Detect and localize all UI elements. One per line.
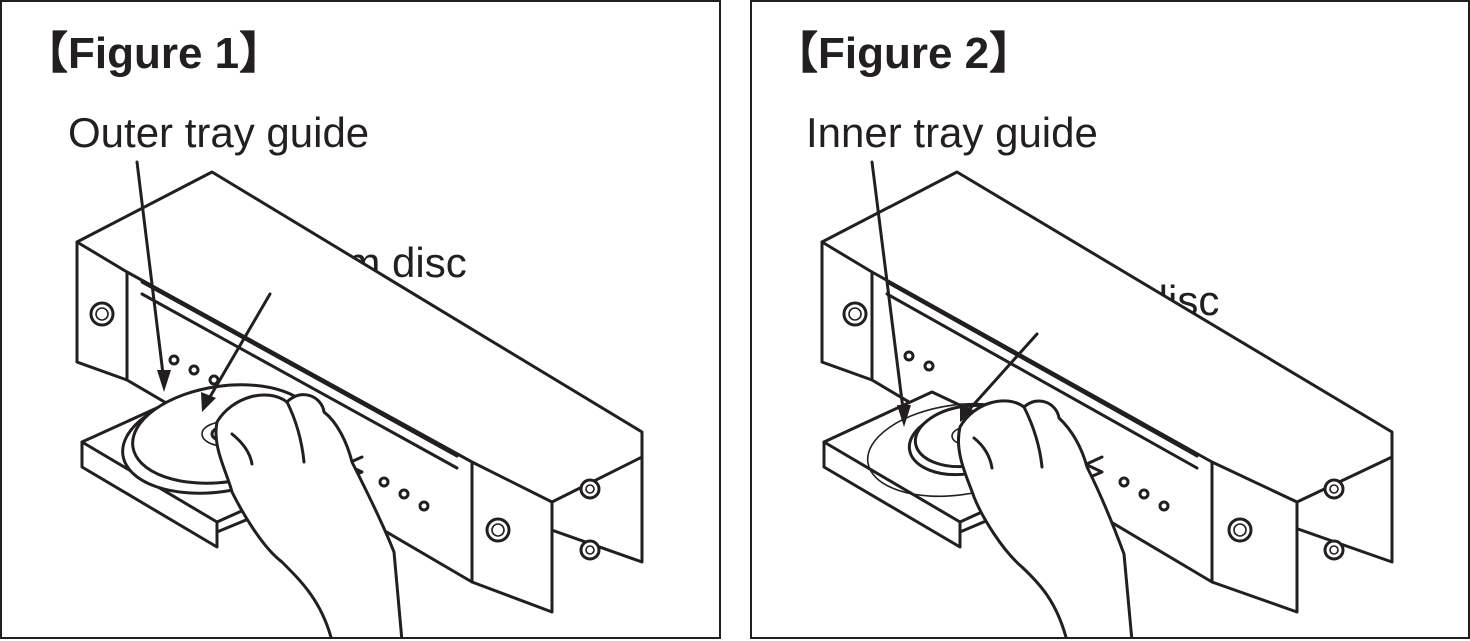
tray-front-lip: [80, 440, 219, 549]
player-right-section: [470, 460, 554, 614]
player-right-section: [1210, 460, 1299, 614]
figure-1-panel: 【Figure 1】 Outer tray guide 12 cm disc: [0, 0, 721, 639]
rear-jack-icon: [579, 478, 601, 561]
front-buttons-icon: [903, 350, 1170, 512]
outer-tray-guide-label: Outer tray guide: [68, 109, 370, 156]
inner-tray-guide-label: Inner tray guide: [806, 109, 1098, 156]
figure-2-title: 【Figure 2】: [774, 29, 1034, 78]
rear-jack-icon: [1323, 478, 1345, 561]
right-knob-icon: [1227, 517, 1253, 543]
front-buttons-icon: [168, 354, 430, 512]
hand-icon: [214, 393, 404, 637]
disc-arrow-2: [960, 332, 1039, 422]
left-knob-icon: [89, 301, 115, 327]
left-knob-icon: [842, 301, 868, 327]
right-knob-icon: [485, 517, 511, 543]
guide-arrow-1: [135, 160, 171, 392]
guide-arrow-2: [870, 160, 911, 427]
hand-icon: [957, 399, 1134, 637]
disc-arrow-1: [201, 292, 272, 412]
figure-1-title: 【Figure 1】: [24, 29, 284, 78]
cd-player-illustration-2: [820, 160, 1394, 637]
figure-2-panel: 【Figure 2】 Inner tray guide 8 cm disc: [750, 0, 1470, 639]
tray-front-lip: [822, 440, 962, 549]
cd-player-illustration-1: [75, 160, 644, 637]
